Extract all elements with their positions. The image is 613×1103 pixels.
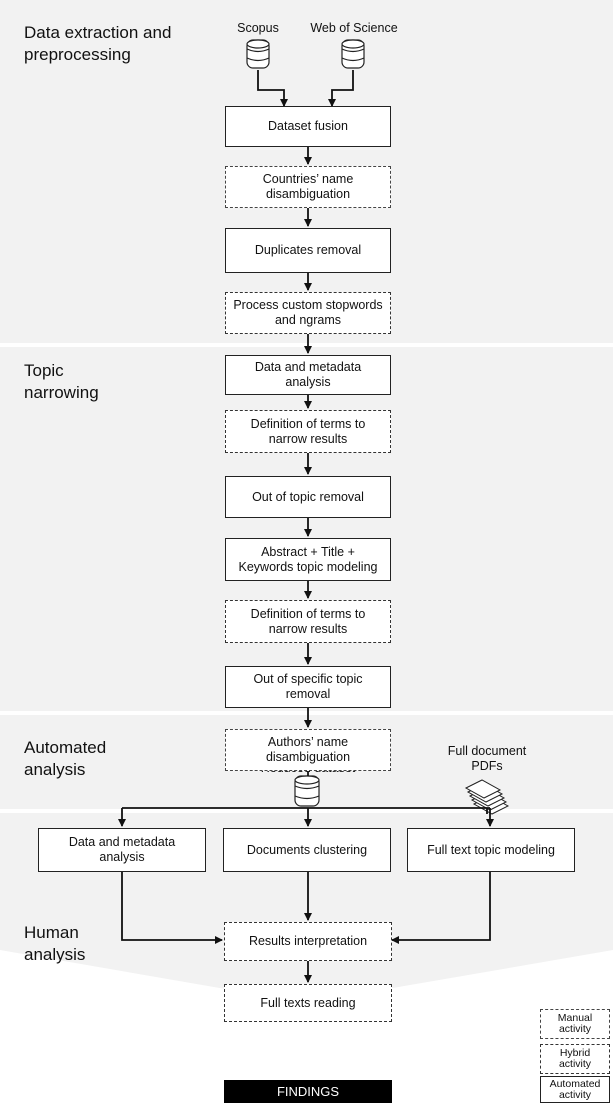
step-stopwords-ngrams: Process custom stopwords and ngrams (225, 292, 391, 334)
document-stack-icon (464, 779, 510, 815)
source-label-wos: Web of Science (310, 21, 398, 35)
section-title-automated: Automated analysis (24, 738, 107, 779)
legend-manual: Manual activity (540, 1009, 610, 1039)
step-fulltext-topic-modeling: Full text topic modeling (407, 828, 575, 872)
legend-automated: Automated activity (540, 1076, 610, 1103)
funnel-shape (0, 928, 613, 1003)
step-metadata-analysis-2: Data and metadata analysis (38, 828, 206, 872)
step-out-of-specific-topic-removal: Out of specific topic removal (225, 666, 391, 708)
database-icon (341, 39, 365, 69)
step-results-interpretation: Results interpretation (224, 922, 392, 961)
step-dataset-fusion: Dataset fusion (225, 106, 391, 147)
legend-hybrid: Hybrid activity (540, 1044, 610, 1074)
database-icon (294, 775, 320, 807)
findings-box: FINDINGS (224, 1080, 392, 1103)
section-title-narrowing: Topic narrowing (24, 361, 99, 402)
step-out-of-topic-removal: Out of topic removal (225, 476, 391, 518)
database-icon (246, 39, 270, 69)
source-label-scopus: Scopus (237, 21, 279, 35)
step-authors-disambiguation: Authors’ name disambiguation (225, 729, 391, 771)
step-metadata-analysis: Data and metadata analysis (225, 355, 391, 395)
step-topic-modeling: Abstract + Title + Keywords topic modeli… (225, 538, 391, 581)
section-title-human: Human analysis (24, 923, 86, 964)
step-terms-definition-2: Definition of terms to narrow results (225, 600, 391, 643)
source-label-pdfs: Full document PDFs (447, 744, 527, 773)
step-terms-definition-1: Definition of terms to narrow results (225, 410, 391, 453)
section-title-extraction: Data extraction and preprocessing (24, 23, 172, 64)
step-documents-clustering: Documents clustering (223, 828, 391, 872)
step-countries-disambiguation: Countries’ name disambiguation (225, 166, 391, 208)
step-full-texts-reading: Full texts reading (224, 984, 392, 1022)
step-duplicates-removal: Duplicates removal (225, 228, 391, 273)
